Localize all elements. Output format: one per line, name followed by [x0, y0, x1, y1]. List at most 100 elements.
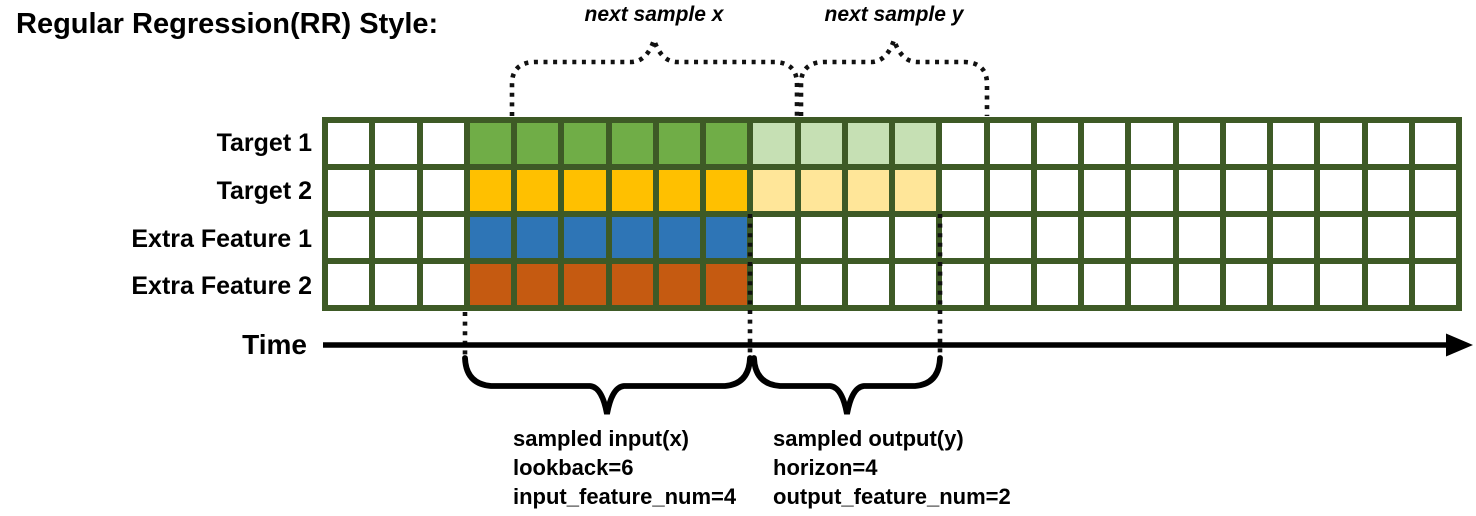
grid-cell: [1225, 217, 1267, 258]
grid-cell: [469, 217, 511, 258]
sampled-input-brace: [462, 355, 753, 415]
grid-cell: [1367, 123, 1409, 164]
grid-cell: [800, 264, 842, 305]
grid-cell: [1414, 217, 1456, 258]
grid-cell: [1178, 264, 1220, 305]
grid-cell: [375, 123, 417, 164]
grid-cell: [1320, 123, 1362, 164]
grid-cell: [1178, 123, 1220, 164]
grid-cell: [469, 264, 511, 305]
grid-cell: [800, 123, 842, 164]
grid-cell: [1273, 170, 1315, 211]
grid-cell: [847, 170, 889, 211]
time-axis-arrowhead: [1446, 333, 1473, 357]
grid-cell: [753, 217, 795, 258]
grid-cell: [422, 123, 464, 164]
grid-cell: [1273, 217, 1315, 258]
grid-cell: [517, 217, 559, 258]
grid-cell: [847, 217, 889, 258]
grid-cell: [847, 123, 889, 164]
next-sample-x-brace: [509, 32, 800, 116]
grid-cell: [989, 264, 1031, 305]
grid-cell: [564, 123, 606, 164]
grid-cell: [753, 264, 795, 305]
grid-cell: [800, 217, 842, 258]
grid-cell: [1320, 170, 1362, 211]
output-feature-num-line: output_feature_num=2: [773, 484, 1011, 509]
grid-cell: [1225, 123, 1267, 164]
grid-cell: [375, 217, 417, 258]
grid-cell: [1084, 170, 1126, 211]
grid-cell: [1320, 264, 1362, 305]
grid-cell: [942, 123, 984, 164]
grid-cell: [753, 170, 795, 211]
grid-cell: [942, 217, 984, 258]
grid-cell: [564, 264, 606, 305]
grid-cell: [1036, 264, 1078, 305]
grid-cell: [658, 217, 700, 258]
grid-cell: [422, 170, 464, 211]
grid-cell: [611, 217, 653, 258]
grid-cell: [706, 170, 748, 211]
grid-cell: [895, 170, 937, 211]
grid-cell: [1367, 170, 1409, 211]
grid-cell: [706, 264, 748, 305]
sampled-output-note: sampled output(y) horizon=4 output_featu…: [773, 424, 1011, 511]
grid-cell: [1084, 217, 1126, 258]
grid-cell: [469, 170, 511, 211]
grid-cell: [895, 123, 937, 164]
next-sample-y-brace: [798, 32, 990, 116]
grid-cell: [1414, 264, 1456, 305]
grid-cell: [1367, 217, 1409, 258]
grid-cell: [1414, 170, 1456, 211]
grid-cell: [611, 170, 653, 211]
grid-cell: [1225, 264, 1267, 305]
grid-cell: [1036, 170, 1078, 211]
page-title: Regular Regression(RR) Style:: [16, 8, 439, 40]
grid-cell: [517, 170, 559, 211]
sampled-output-brace: [751, 355, 943, 415]
grid-cell: [706, 217, 748, 258]
grid-cell: [328, 264, 370, 305]
grid-cell: [1225, 170, 1267, 211]
grid-cell: [517, 264, 559, 305]
grid-cell: [328, 123, 370, 164]
grid-cell: [1131, 123, 1173, 164]
lookback-line: lookback=6: [513, 455, 634, 480]
grid-cell: [800, 170, 842, 211]
grid-cell: [658, 123, 700, 164]
grid-cell: [942, 264, 984, 305]
grid-cell: [753, 123, 795, 164]
row-label-target-2: Target 2: [216, 177, 312, 205]
grid-cell: [895, 264, 937, 305]
grid-cell: [1131, 264, 1173, 305]
grid-cell: [1273, 264, 1315, 305]
input-feature-num-line: input_feature_num=4: [513, 484, 737, 509]
grid-cell: [422, 264, 464, 305]
horizon-line: horizon=4: [773, 455, 878, 480]
time-axis-label: Time: [242, 329, 307, 360]
grid-cell: [989, 217, 1031, 258]
grid-cell: [564, 217, 606, 258]
grid-cell: [611, 264, 653, 305]
grid-cell: [658, 170, 700, 211]
row-label-extra-feature-2: Extra Feature 2: [131, 272, 312, 300]
grid-cell: [1320, 217, 1362, 258]
grid-cell: [564, 170, 606, 211]
grid-cell: [1131, 170, 1173, 211]
grid-cell: [1367, 264, 1409, 305]
grid-cell: [469, 123, 511, 164]
grid-cell: [517, 123, 559, 164]
grid-cell: [989, 170, 1031, 211]
grid-cell: [375, 170, 417, 211]
grid-cell: [658, 264, 700, 305]
grid-cell: [847, 264, 889, 305]
grid-cell: [1178, 217, 1220, 258]
grid-cell: [328, 170, 370, 211]
grid-cell: [989, 123, 1031, 164]
next-sample-x-label: next sample x: [584, 3, 724, 26]
grid-cell: [1131, 217, 1173, 258]
sampled-output-line: sampled output(y): [773, 426, 964, 451]
grid-cell: [375, 264, 417, 305]
